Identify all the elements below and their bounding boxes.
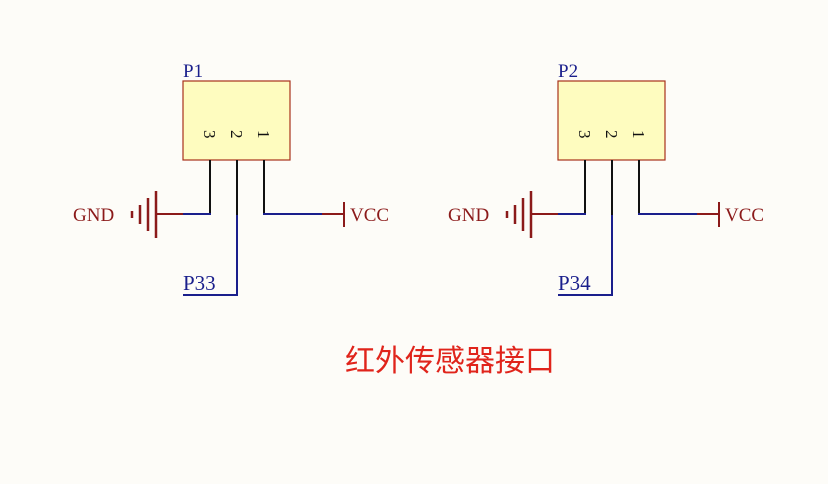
p2-gnd-wire: [558, 213, 586, 215]
p1-vcc-wire: [263, 213, 322, 215]
p1-pin-2-label: 2: [227, 130, 246, 139]
p2-pin-2-label: 2: [602, 130, 621, 139]
connector-p2: P2 3 2 1 GND VCC P34: [448, 61, 764, 296]
p1-ground-symbol: [130, 191, 183, 238]
p2-vcc-label: VCC: [725, 205, 764, 226]
p2-vcc-wire: [638, 213, 697, 215]
p2-net-label: P34: [558, 271, 591, 295]
p2-pin-3-label: 3: [575, 130, 594, 139]
diagram-title: 红外传感器接口: [345, 344, 555, 379]
p2-body: [557, 80, 666, 161]
p1-body: [182, 80, 291, 161]
p1-gnd-wire: [183, 213, 211, 215]
p1-vcc-label: VCC: [350, 205, 389, 226]
p1-signal-wire: [183, 215, 238, 296]
p1-pin-3-label: 3: [200, 130, 219, 139]
p1-designator: P1: [183, 61, 203, 82]
p1-net-label: P33: [183, 271, 216, 295]
p2-pin-1-label: 1: [629, 130, 648, 139]
connector-p1: P1 3 2 1 GND VCC P33: [73, 61, 389, 296]
p1-vcc-symbol: [322, 202, 345, 227]
p2-vcc-symbol: [697, 202, 720, 227]
p2-signal-wire: [558, 215, 613, 296]
p1-pin-1-label: 1: [254, 130, 273, 139]
p2-gnd-label: GND: [448, 205, 489, 226]
p2-designator: P2: [558, 61, 578, 82]
p1-gnd-label: GND: [73, 205, 114, 226]
p2-ground-symbol: [505, 191, 558, 238]
